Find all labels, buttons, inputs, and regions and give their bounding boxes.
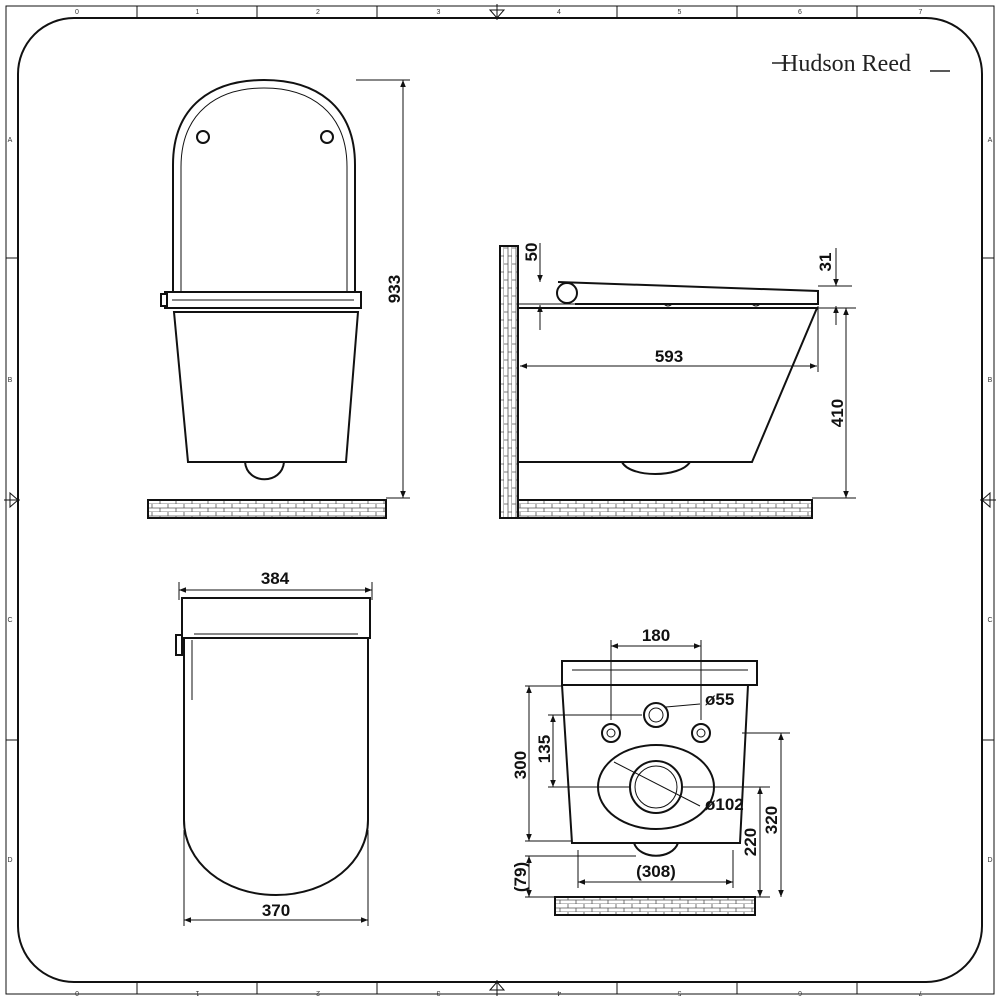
rear-view: 180 ø55 ø102 300 135 220 320 (308) [511, 626, 790, 916]
dim-bottom-width: 370 [262, 901, 290, 920]
dim-seat-thickness: 50 [522, 243, 541, 262]
grid-column-label: 4 [557, 9, 561, 16]
drawing-frame [4, 4, 996, 996]
grid-column-label: 7 [918, 989, 922, 996]
grid-column-label: 2 [316, 989, 320, 996]
dim-overall-height-rear: 320 [762, 806, 781, 834]
grid-column-label: 1 [195, 989, 199, 996]
grid-row-label: A [8, 137, 13, 144]
grid-column-label: 1 [196, 9, 200, 16]
dim-fixing-centres: 180 [642, 626, 670, 645]
grid-row-labels-left: A B C D [7, 137, 12, 864]
dim-lower-offset: (79) [511, 862, 530, 892]
dim-top-width: 384 [261, 569, 290, 588]
grid-column-label: 6 [798, 989, 802, 996]
grid-row-label: B [988, 377, 993, 384]
grid-column-label: 3 [436, 989, 440, 996]
grid-row-label: D [7, 857, 12, 864]
grid-column-labels-top: 0 1 2 3 4 5 6 7 [75, 9, 923, 16]
dim-outlet-width: (308) [636, 862, 676, 881]
grid-row-label: A [988, 137, 993, 144]
grid-row-label: D [987, 857, 992, 864]
grid-row-labels-right: A B C D [987, 137, 992, 864]
dim-inlet-diameter: ø55 [705, 690, 734, 709]
grid-column-label: 6 [798, 9, 802, 16]
dim-projection: 593 [655, 347, 683, 366]
dim-bolt-centres: 135 [535, 735, 554, 763]
brand-logo: Hudson Reed [772, 51, 950, 77]
grid-column-label: 0 [75, 9, 79, 16]
top-view: 384 370 [175, 569, 373, 926]
dim-lid-thickness: 31 [816, 253, 835, 272]
dim-bowl-height: 410 [828, 399, 847, 427]
front-view: 933 [147, 78, 410, 519]
grid-row-label: C [7, 617, 12, 624]
grid-column-labels-bottom: 0 1 2 3 4 5 6 7 [75, 989, 923, 996]
grid-row-label: B [8, 377, 13, 384]
dim-pan-height: 300 [511, 751, 530, 779]
side-view: 50 31 593 410 [499, 243, 856, 519]
dim-overall-height: 933 [385, 275, 404, 303]
grid-row-label: C [987, 617, 992, 624]
grid-column-label: 4 [557, 989, 561, 996]
grid-column-label: 2 [316, 9, 320, 16]
dim-outlet-diameter: ø102 [705, 795, 744, 814]
dim-outlet-height: 220 [741, 828, 760, 856]
brand-name: Hudson Reed [781, 51, 911, 77]
grid-column-label: 5 [677, 989, 681, 996]
grid-column-label: 0 [75, 989, 79, 996]
grid-column-label: 5 [678, 9, 682, 16]
grid-column-label: 3 [437, 9, 441, 16]
grid-column-label: 7 [919, 9, 923, 16]
